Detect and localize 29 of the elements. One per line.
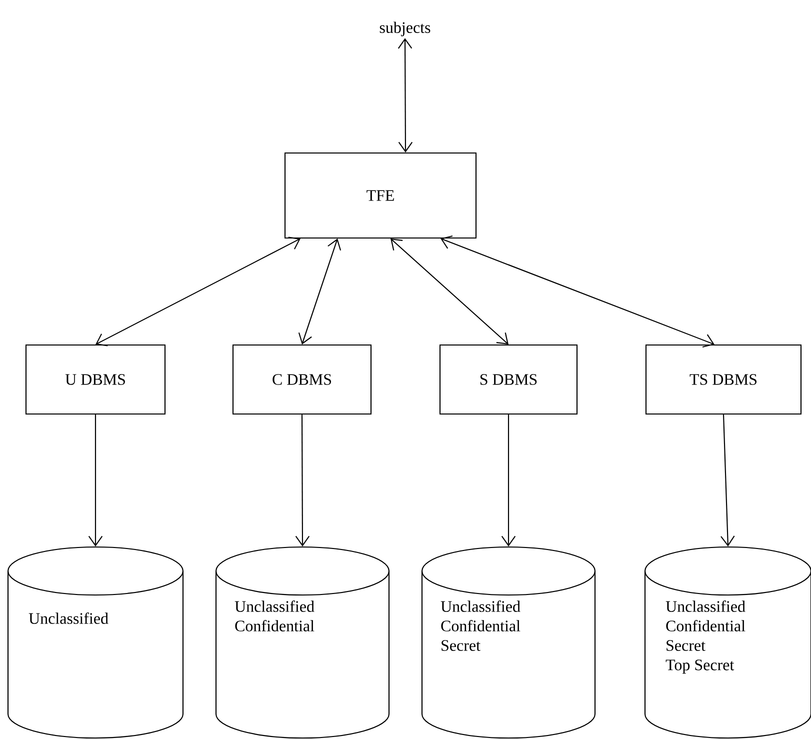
process-box: C DBMS <box>232 344 372 415</box>
node-label: Confidential <box>666 620 746 632</box>
node-label: Secret <box>666 640 706 651</box>
database-cylinder: Unclassified <box>7 546 184 739</box>
process-box: S DBMS <box>439 344 578 415</box>
process-box: TS DBMS <box>645 344 802 415</box>
node-label: Unclassified <box>440 600 520 612</box>
arrow <box>398 38 413 152</box>
node-label: Unclassified <box>28 612 108 624</box>
arrow <box>720 414 735 546</box>
arrow <box>295 414 310 546</box>
arrow <box>88 414 103 546</box>
database-cylinder: Unclassified Confidential <box>215 546 390 739</box>
arrow <box>440 235 714 348</box>
node-label: Top Secret <box>666 660 734 674</box>
node-label: Confidential <box>441 620 520 632</box>
arrow <box>390 238 508 344</box>
node-label: Confidential <box>235 620 314 632</box>
process-box: U DBMS <box>25 344 166 415</box>
arrow <box>96 236 301 346</box>
node-label: Unclassified <box>666 600 746 612</box>
database-cylinder: Unclassified Confidential Secret Top Secret <box>644 546 811 739</box>
label-text: subjects <box>380 22 430 36</box>
database-cylinder: Unclassified Confidential Secret <box>421 546 596 739</box>
arrow <box>298 238 342 344</box>
node-label: Secret <box>442 640 480 651</box>
arrow <box>501 414 516 546</box>
process-box: TFE <box>284 152 477 239</box>
node-label: Unclassified <box>234 600 314 612</box>
